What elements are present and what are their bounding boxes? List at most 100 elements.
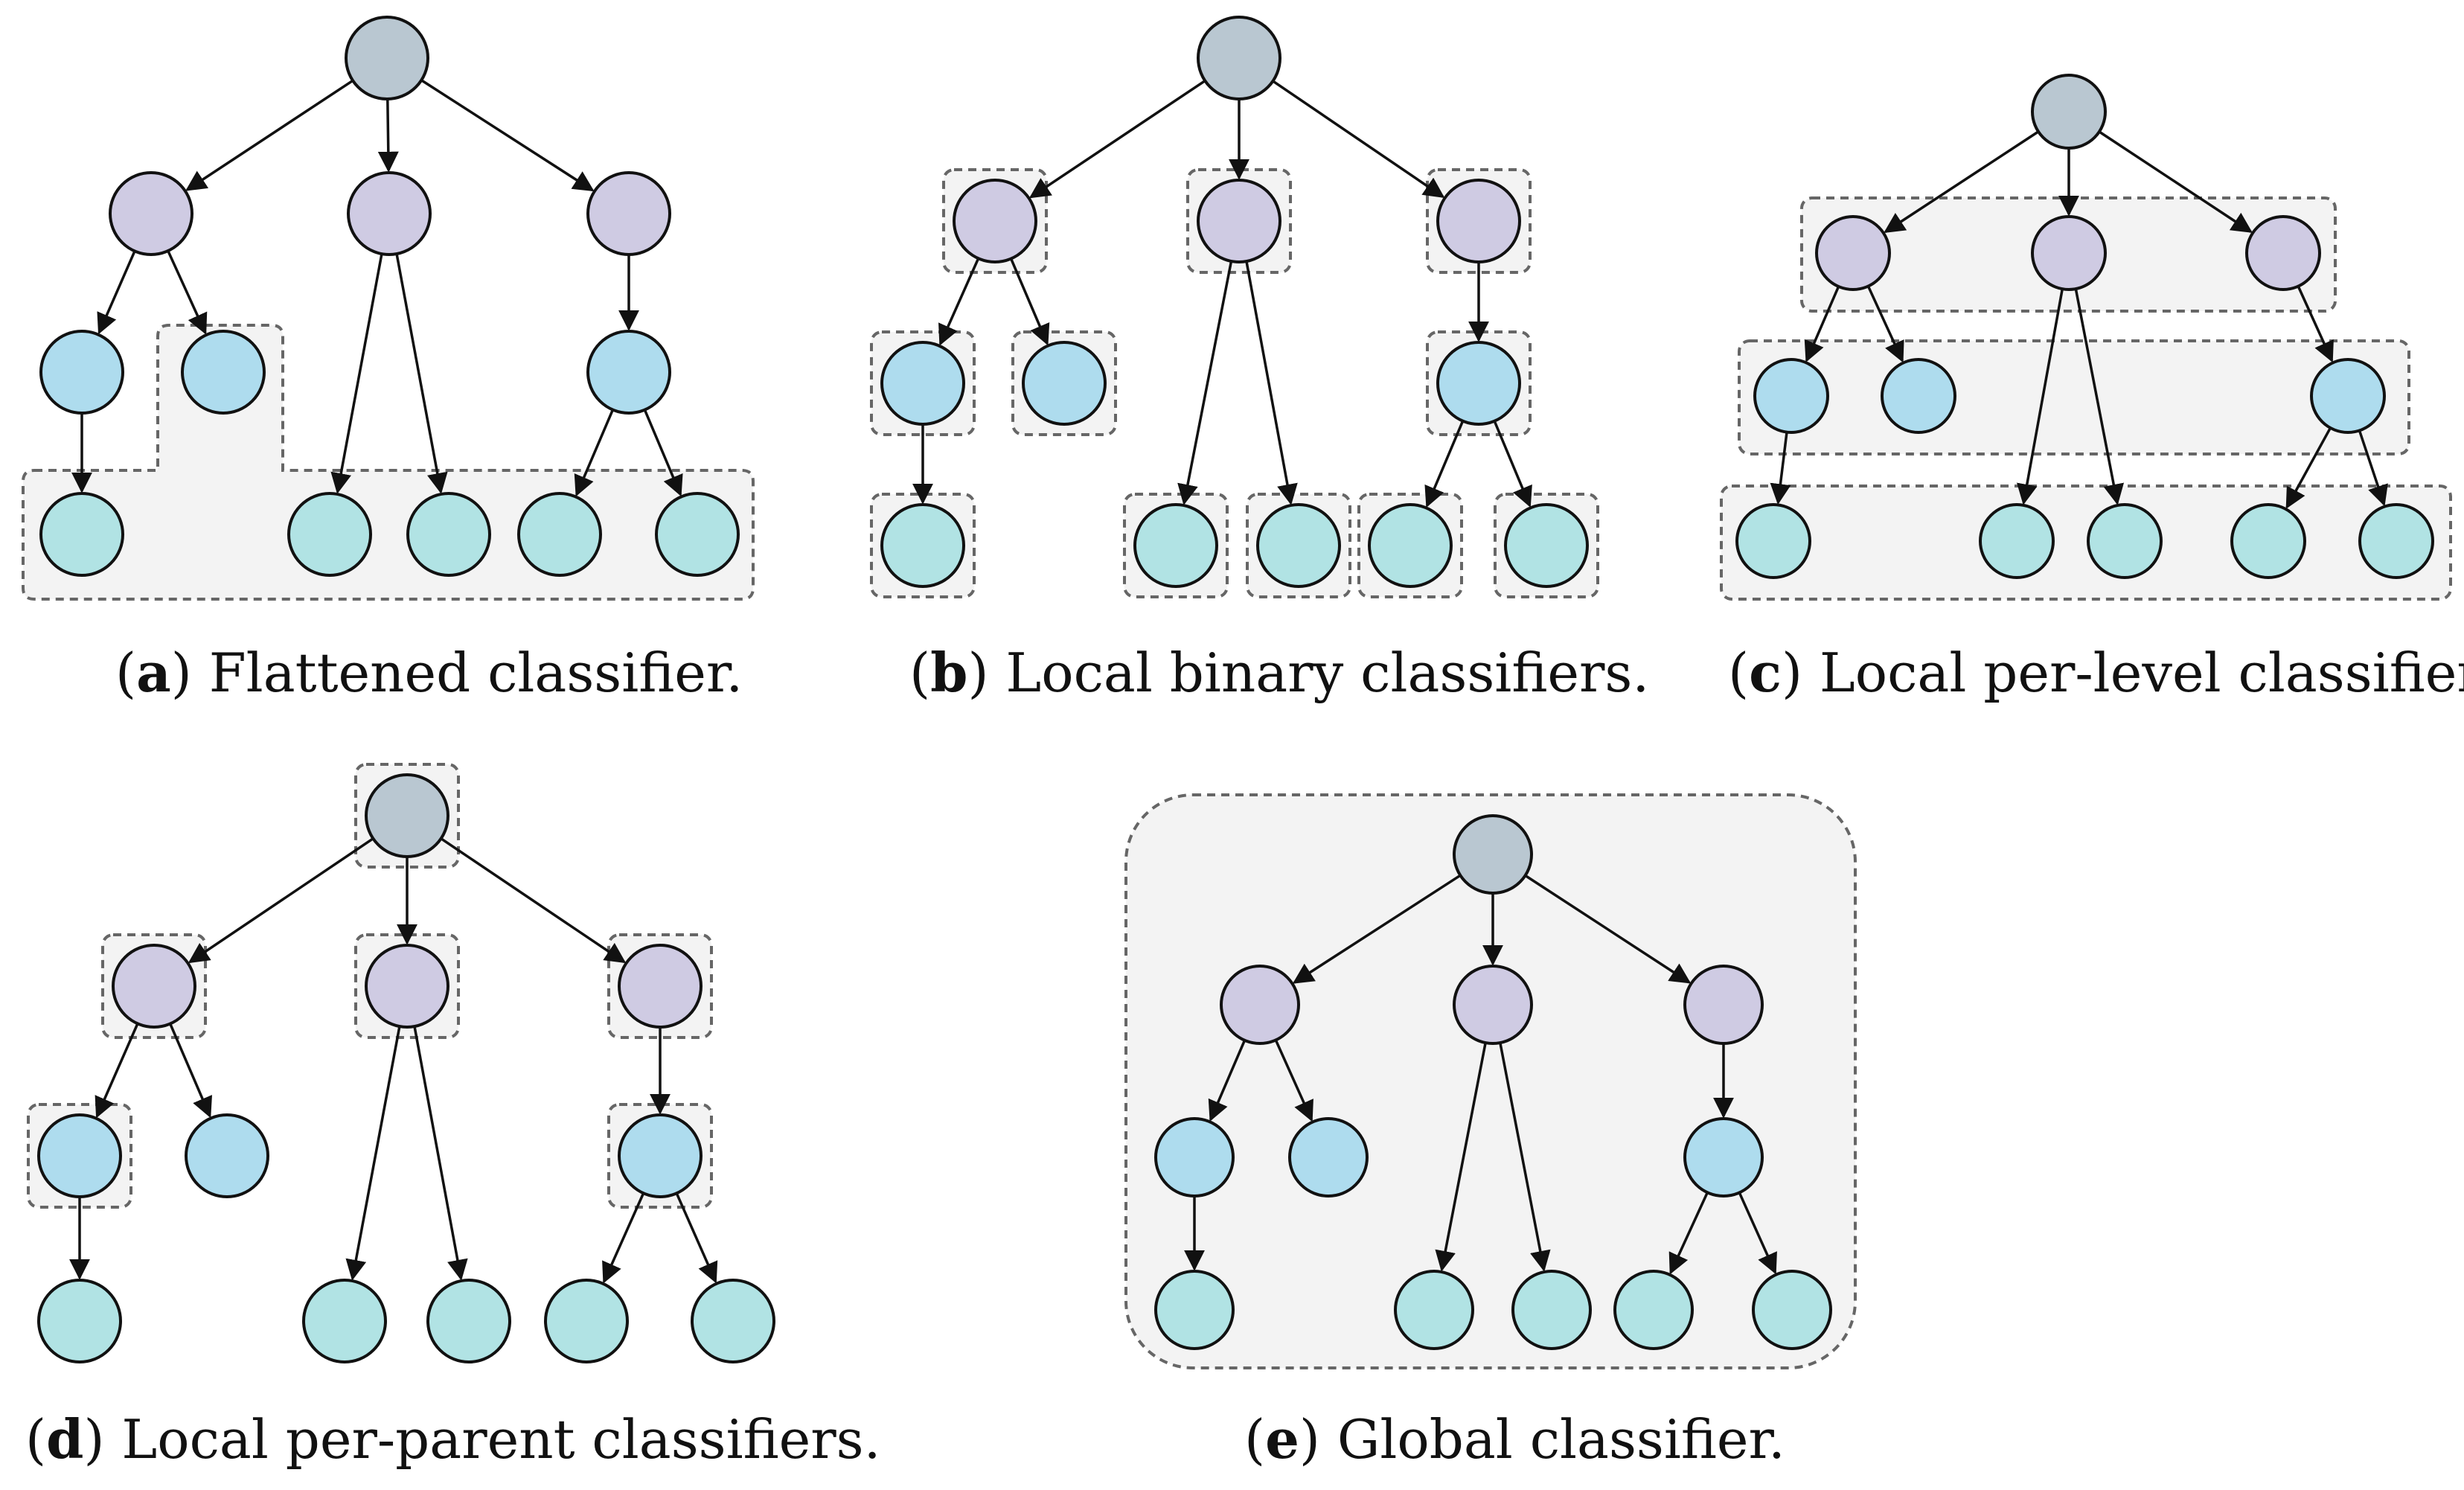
node-g22	[426, 1279, 511, 1363]
panel-a-flattened	[22, 16, 755, 601]
node-g111	[37, 1279, 122, 1363]
node-c11	[37, 1113, 122, 1198]
edge-p2-to-g22	[413, 1026, 468, 1281]
edge-p1-to-c11	[97, 250, 136, 335]
node-root	[1453, 814, 1533, 895]
node-c11	[1753, 358, 1829, 434]
edge-p1-to-c12	[167, 250, 208, 335]
node-root	[345, 16, 429, 100]
edge-p2-to-g22	[395, 253, 448, 494]
node-g312	[2358, 503, 2434, 579]
node-g111	[1154, 1270, 1235, 1350]
edge-root-to-p3	[1272, 80, 1445, 198]
node-p1	[1220, 965, 1300, 1045]
edge-root-to-p3	[420, 79, 595, 192]
node-g21	[1979, 503, 2055, 579]
edge-root-to-p1	[1292, 874, 1462, 984]
node-c11	[39, 330, 124, 415]
node-g21	[1394, 1270, 1474, 1350]
node-g111	[39, 492, 124, 577]
node-g312	[1504, 503, 1589, 588]
node-g21	[1133, 503, 1218, 588]
node-g21	[287, 492, 372, 577]
edge-p2-to-g21	[2016, 288, 2064, 505]
node-g21	[302, 1279, 387, 1363]
node-p3	[2245, 215, 2321, 291]
level-2-classifier-region	[1738, 339, 2410, 455]
edge-root-to-p1	[185, 79, 354, 191]
edge-p2-to-g21	[330, 253, 383, 494]
edge-c31-to-g312	[675, 1192, 718, 1284]
edge-p1-to-c12	[169, 1023, 213, 1119]
node-c31	[2310, 358, 2386, 434]
node-p2	[1453, 965, 1533, 1045]
node-c12	[181, 330, 266, 415]
edge-p2-to-g22	[1245, 260, 1298, 505]
edge-c31-to-g311	[602, 1192, 645, 1284]
node-g311	[544, 1279, 629, 1363]
node-root	[2031, 74, 2107, 150]
node-c12	[1881, 358, 1956, 434]
node-g22	[406, 492, 491, 577]
node-c12	[1288, 1117, 1369, 1198]
edge-c11-to-g111	[1770, 432, 1791, 505]
node-g311	[2230, 503, 2306, 579]
node-p3	[586, 171, 671, 256]
global-classifier-region	[1124, 793, 1857, 1369]
node-p2	[365, 944, 449, 1029]
edge-p1-to-c11	[95, 1023, 139, 1119]
node-p1	[109, 171, 193, 256]
edge-p2-to-g21	[1177, 260, 1233, 505]
edge-p2-to-g21	[345, 1026, 401, 1281]
node-p2	[1197, 179, 1281, 263]
node-c11	[1154, 1117, 1235, 1198]
node-c31	[618, 1113, 703, 1198]
caption-panel-b: (b) Local binary classifiers.	[909, 641, 1650, 704]
node-root	[365, 773, 449, 858]
node-g312	[691, 1279, 775, 1363]
edge-p3-to-c31	[2297, 285, 2334, 363]
edge-c31-to-g312	[2358, 429, 2388, 507]
edge-p1-to-c11	[938, 258, 980, 346]
node-g22	[1256, 503, 1341, 588]
node-g22	[2087, 503, 2163, 579]
edge-root-to-p1	[188, 837, 374, 964]
node-c12	[1022, 341, 1107, 426]
node-g312	[1752, 1270, 1832, 1350]
node-g111	[880, 503, 965, 588]
node-c31	[1683, 1117, 1764, 1198]
node-p1	[112, 944, 196, 1029]
edge-c31-to-g311	[1424, 420, 1465, 508]
edge-c31-to-g312	[1738, 1192, 1777, 1275]
edge-p1-to-c11	[1804, 286, 1840, 362]
node-g111	[1735, 503, 1811, 579]
edge-root-to-p3	[440, 837, 627, 964]
level-3-classifier-region	[1720, 485, 2452, 601]
node-p2	[2031, 215, 2107, 291]
node-g312	[655, 492, 740, 577]
edge-p1-to-c12	[1009, 258, 1050, 346]
node-g311	[517, 492, 602, 577]
edge-root-to-p3	[1524, 874, 1692, 984]
edge-p1-to-c12	[1274, 1039, 1313, 1122]
node-p3	[618, 944, 703, 1029]
caption-panel-a: (a) Flattened classifier.	[115, 641, 743, 704]
node-p2	[347, 171, 432, 256]
panel-e-global	[1124, 793, 1857, 1369]
edge-c31-to-g311	[1668, 1192, 1709, 1275]
node-c12	[185, 1113, 269, 1198]
edge-p2-to-g21	[1435, 1042, 1487, 1272]
edge-root-to-p3	[2098, 130, 2253, 233]
panel-c-local-per-level	[1720, 74, 2452, 601]
edge-c31-to-g311	[574, 409, 615, 497]
edge-root-to-p1	[1884, 130, 2039, 234]
node-p3	[1683, 965, 1764, 1045]
caption-panel-d: (d) Local per-parent classifiers.	[25, 1407, 881, 1471]
edge-root-to-p1	[1028, 80, 1206, 199]
panel-b-local-binary	[870, 16, 1599, 598]
edge-c31-to-g312	[643, 409, 683, 497]
panel-d-local-per-parent	[27, 763, 775, 1363]
node-c11	[880, 341, 965, 426]
node-c31	[1436, 341, 1521, 426]
